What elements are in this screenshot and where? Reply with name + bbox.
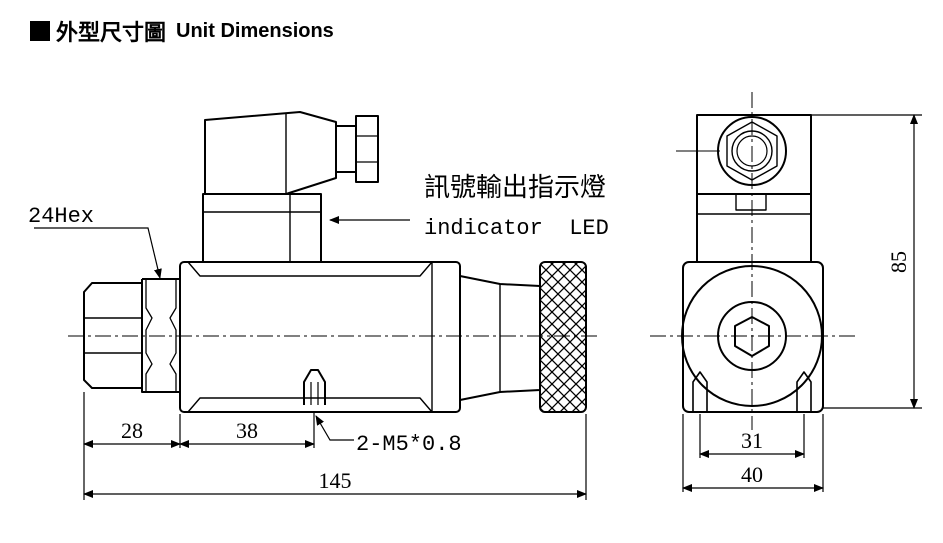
- dimension-40: 40: [741, 462, 763, 487]
- dimension-31: 31: [741, 428, 763, 453]
- front-connector-head: [696, 114, 812, 195]
- title-english: Unit Dimensions: [176, 19, 334, 42]
- connector-head: [204, 111, 337, 195]
- title-chinese: 外型尺寸圖: [56, 21, 167, 46]
- knurled-knob: [539, 261, 587, 413]
- dimension-145: 145: [319, 468, 352, 493]
- dimension-28: 28: [121, 418, 143, 443]
- page-header: 外型尺寸圖 Unit Dimensions: [30, 16, 334, 46]
- header-square-icon: [30, 21, 50, 41]
- connector-base: [202, 193, 322, 263]
- thread-label: 2-M5*0.8: [356, 432, 462, 457]
- dimension-38: 38: [236, 418, 258, 443]
- main-body: [179, 261, 461, 413]
- hex-label: 24Hex: [28, 204, 94, 229]
- thread-hole: [303, 369, 326, 405]
- indicator-label-english: indicator LED: [424, 216, 609, 241]
- dimension-85: 85: [886, 251, 911, 273]
- indicator-label-chinese: 訊號輸出指示燈: [424, 173, 606, 203]
- cable-gland-nut: [355, 115, 379, 183]
- side-view: [83, 111, 587, 413]
